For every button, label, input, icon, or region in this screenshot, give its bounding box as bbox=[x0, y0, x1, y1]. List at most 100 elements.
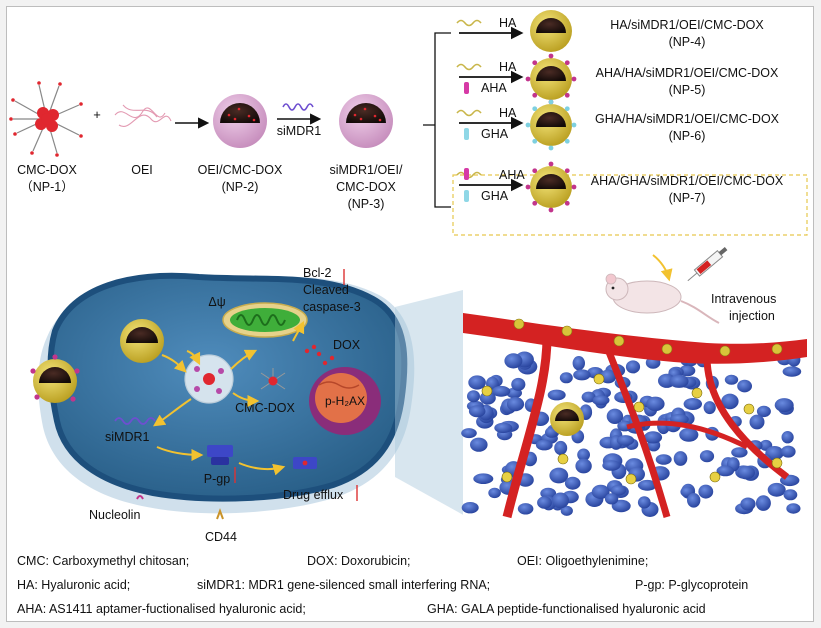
legend-oei: OEI: Oligoethylenimine; bbox=[517, 554, 649, 568]
tumor-cell bbox=[679, 427, 699, 442]
cd44-receptor-icon bbox=[216, 508, 224, 520]
tumor-cell bbox=[646, 396, 665, 412]
pathway-arrows bbox=[153, 320, 305, 476]
legend-row-3: AHA: AS1411 aptamer-fuctionalised hyalur… bbox=[17, 597, 807, 621]
tumor-cell bbox=[687, 493, 701, 508]
tumor-cell bbox=[461, 428, 477, 439]
efflux-pump-icon bbox=[293, 457, 317, 469]
pgp-protein-icon bbox=[207, 445, 233, 465]
tumor-cell bbox=[699, 450, 715, 463]
ha-polymer-icon bbox=[456, 63, 482, 71]
np1-name-label: CMC-DOX bbox=[17, 163, 77, 177]
tumor-cell bbox=[625, 360, 641, 374]
tumor-cell bbox=[731, 447, 748, 458]
endosome-icon bbox=[184, 354, 234, 404]
variant-code-label: (NP-7) bbox=[669, 191, 706, 205]
tumor-cell bbox=[616, 435, 635, 446]
tumor-cell bbox=[716, 465, 735, 477]
tumor-cell bbox=[564, 476, 581, 490]
np2-name-label: OEI/CMC-DOX bbox=[198, 163, 283, 177]
coated-np-icon bbox=[525, 99, 577, 151]
tumor-cell bbox=[781, 445, 796, 458]
np-in-cell-icon bbox=[120, 319, 164, 363]
tumor-cell bbox=[673, 451, 688, 466]
legend-cmc: CMC: Carboxymethyl chitosan; bbox=[17, 554, 190, 568]
legend-ha: HA: Hyaluronic acid; bbox=[17, 578, 131, 592]
tumor-cell bbox=[572, 356, 585, 371]
legend-dox: DOX: Doxorubicin; bbox=[307, 554, 411, 568]
tumor-cell bbox=[468, 405, 486, 418]
coat-label: AHA bbox=[499, 168, 525, 182]
coat-label-2: GHA bbox=[481, 127, 509, 141]
tumor-cell bbox=[756, 405, 771, 418]
ph2ax-label: p-H₂AX bbox=[325, 394, 365, 408]
legend-aha: AHA: AS1411 aptamer-fuctionalised hyalur… bbox=[17, 602, 306, 616]
injection-line1: Intravenous bbox=[711, 292, 776, 306]
tumor-cell bbox=[559, 372, 573, 384]
tumor-cell bbox=[643, 431, 663, 444]
tumor-cell bbox=[610, 485, 627, 496]
cmc-dox-particle-icon bbox=[9, 81, 83, 157]
tumor-cell bbox=[749, 414, 765, 430]
coat-label: HA bbox=[499, 60, 517, 74]
caspase-label: caspase-3 bbox=[303, 300, 361, 314]
mouse-icon bbox=[605, 273, 720, 324]
pgp-label: P-gp bbox=[204, 472, 230, 486]
schematic-diagram: CMC-DOX （NP-1） + OEI OEI/CMC-DOX (NP-2) … bbox=[9, 10, 808, 544]
tumor-cell bbox=[506, 397, 525, 412]
coat-label-2: GHA bbox=[481, 189, 509, 203]
legend-simdr1: siMDR1: MDR1 gene-silenced small interfe… bbox=[197, 578, 491, 592]
tumor-cell bbox=[611, 499, 631, 513]
tumor-cell bbox=[655, 454, 672, 465]
tumor-cell bbox=[755, 495, 771, 511]
cmc-dox-released-icon bbox=[260, 368, 286, 390]
tumor-cell bbox=[473, 473, 494, 485]
tumor-cell bbox=[535, 439, 553, 451]
tumor-cell bbox=[552, 492, 569, 509]
tumor-cell bbox=[467, 390, 480, 403]
dox-label: DOX bbox=[333, 338, 361, 352]
variant-name-label: AHA/GHA/siMDR1/OEI/CMC-DOX bbox=[591, 174, 784, 188]
cd44-label: CD44 bbox=[205, 530, 237, 544]
tumor-cell bbox=[637, 479, 657, 491]
np2-particle-icon bbox=[213, 94, 267, 148]
ha-polymer-icon bbox=[456, 109, 482, 117]
tumor-cell bbox=[470, 437, 488, 452]
variant-name-label: HA/siMDR1/OEI/CMC-DOX bbox=[610, 18, 764, 32]
tumor-cell bbox=[786, 503, 801, 514]
np3-name-line2: CMC-DOX bbox=[336, 180, 396, 194]
coat-label: HA bbox=[499, 16, 517, 30]
tumor-cell bbox=[591, 484, 610, 499]
tumor-cell bbox=[581, 391, 596, 403]
coated-np-icon bbox=[525, 53, 577, 105]
tumor-cell bbox=[537, 496, 552, 509]
tumor-cell bbox=[604, 493, 619, 505]
tumor-cell bbox=[737, 465, 755, 480]
tumor-cell bbox=[703, 401, 716, 415]
legend-gha: GHA: GALA peptide-functionalised hyaluro… bbox=[427, 602, 706, 616]
simdr1-cell-icon bbox=[114, 417, 156, 425]
tumor-cell bbox=[721, 393, 739, 410]
oei-label: OEI bbox=[131, 163, 153, 177]
tumor-cell bbox=[602, 460, 621, 471]
np7-highlight-box bbox=[452, 174, 808, 236]
abbreviation-legend: CMC: Carboxymethyl chitosan; DOX: Doxoru… bbox=[17, 549, 807, 621]
tumor-cell bbox=[683, 398, 702, 410]
tumor-cell bbox=[511, 377, 526, 391]
np-outside-cell-icon bbox=[30, 354, 80, 403]
tumor-cell bbox=[575, 458, 592, 474]
variant-row: AHA GHA AHA/GHA/siMDR1/OEI/CMC-DOX (NP-7) bbox=[456, 161, 784, 213]
drug-efflux-label: Drug efflux bbox=[283, 488, 344, 502]
tumor-cell bbox=[461, 502, 479, 514]
mitochondrion-icon bbox=[222, 302, 308, 338]
legend-row-1: CMC: Carboxymethyl chitosan; DOX: Doxoru… bbox=[17, 549, 807, 573]
tumor-cell bbox=[669, 374, 689, 388]
nucleus-icon bbox=[309, 367, 381, 435]
tumor-cell bbox=[606, 408, 624, 424]
cmc-dox-cell-label: CMC-DOX bbox=[235, 401, 295, 415]
injection-line2: injection bbox=[729, 309, 775, 323]
bcl2-label: Bcl-2 bbox=[303, 266, 332, 280]
